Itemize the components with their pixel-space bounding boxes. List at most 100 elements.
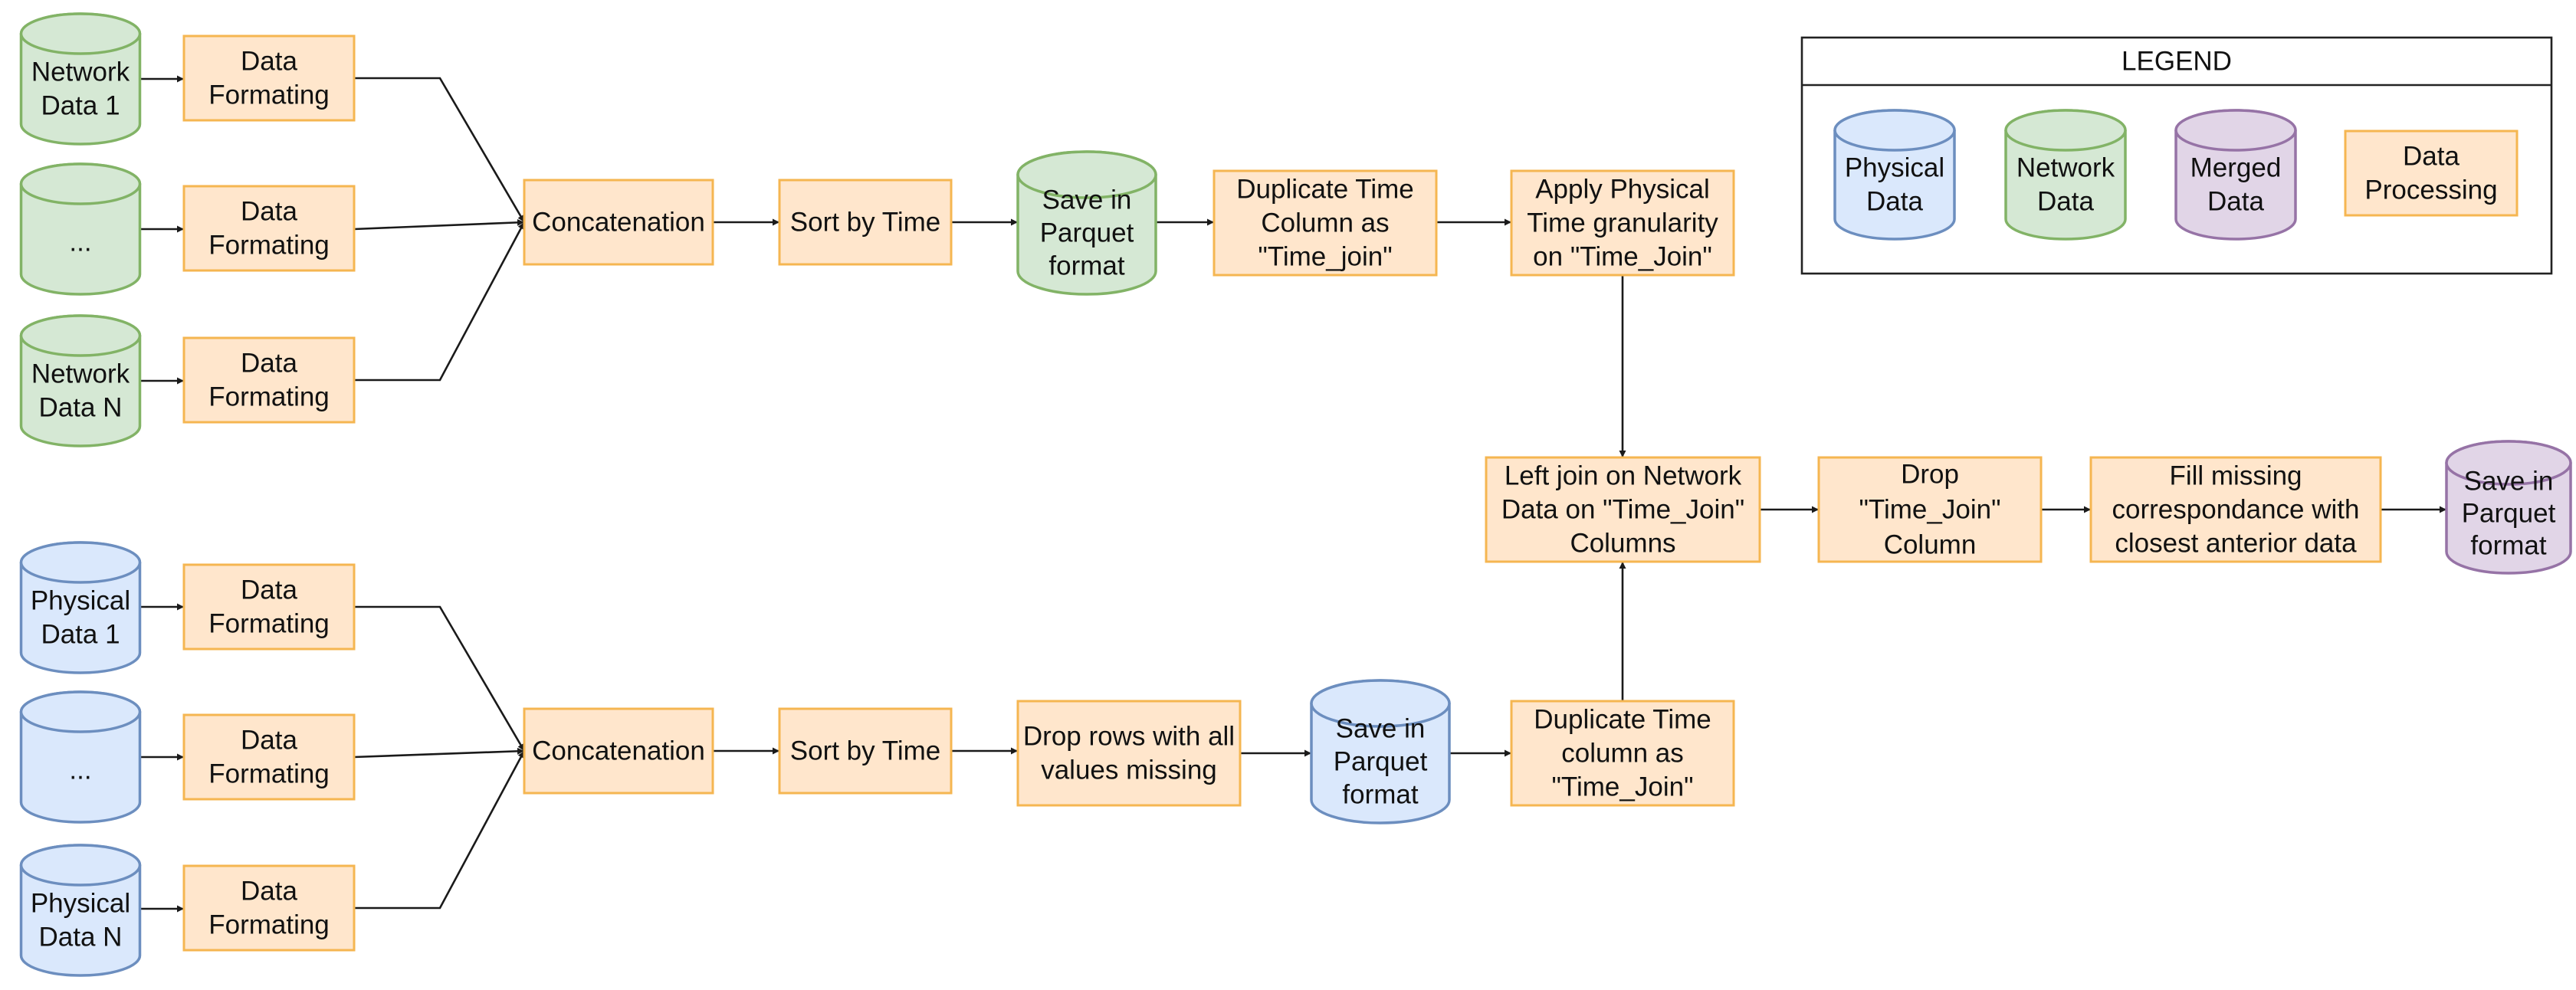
physical-drop-rows-label: Drop rows with all values missing	[1023, 722, 1235, 785]
network-duplicate-time-column-label-line: "Time_join"	[1258, 242, 1392, 272]
physical-format-1-label-line: Formating	[208, 609, 330, 639]
network-save-parquet-cylinder-lid	[1016, 150, 1157, 199]
fill-missing-correspondance-box	[2089, 456, 2382, 563]
legend-merged-data-cylinder-lid	[2174, 109, 2297, 152]
physical-concatenation-label-line: Concatenation	[532, 736, 705, 766]
network-save-parquet-cylinder-label-line: Parquet	[1040, 218, 1134, 248]
merged-save-parquet-cylinder-lid	[2445, 440, 2572, 486]
fill-missing-correspondance-label-line: Fill missing	[2169, 461, 2302, 491]
drop-time-join-column-label-line: Drop	[1901, 460, 1959, 490]
physical-concatenation-box	[523, 707, 714, 795]
physical-concatenation: Concatenation	[523, 707, 714, 795]
network-sort-by-time: Sort by Time	[778, 179, 953, 266]
network-data-n-cylinder-label-line: Data N	[39, 393, 123, 423]
physical-duplicate-time-column-label-line: "Time_Join"	[1552, 772, 1694, 802]
network-format-2-label-line: Data	[241, 197, 297, 227]
network-format-2-label-line: Formating	[208, 231, 330, 261]
physical-data-ellipsis-cylinder-label: ...	[69, 756, 91, 785]
physical-sort-by-time-box	[778, 707, 953, 795]
physical-format-3-label-line: Data	[241, 877, 297, 906]
network-apply-physical-granularity-box	[1510, 169, 1735, 277]
network-format-1-label-line: Data	[241, 47, 297, 77]
network-format-3-label-line: Data	[241, 349, 297, 379]
network-concatenation-label-line: Concatenation	[532, 208, 705, 238]
drop-time-join-column-box	[1817, 456, 2043, 563]
physical-format-1-box	[182, 563, 356, 651]
legend-physical-data-cylinder-label-line: Physical	[1845, 153, 1944, 183]
network-sort-by-time-label-line: Sort by Time	[790, 208, 940, 238]
network-format-1-box	[182, 34, 356, 122]
physical-format-1-label-line: Data	[241, 575, 297, 605]
physical-drop-rows-label-line: values missing	[1041, 756, 1217, 785]
legend-physical-data-cylinder-lid	[1833, 109, 1956, 152]
network-apply-physical-granularity-label-line: Time granularity	[1527, 208, 1718, 238]
edge-physical-format2-to-concat	[353, 747, 525, 759]
physical-data-1-cylinder-lid	[19, 541, 142, 584]
edge-network-format1-to-concat	[354, 77, 526, 223]
physical-sort-by-time-label-line: Sort by Time	[790, 736, 940, 766]
drop-time-join-column: Drop"Time_Join"Column	[1817, 456, 2043, 563]
network-duplicate-time-column-box	[1213, 169, 1438, 277]
physical-save-parquet-cylinder-lid	[1310, 679, 1451, 728]
network-format-3-label-line: Formating	[208, 382, 330, 412]
network-data-ellipsis-cylinder-label: ...	[69, 228, 91, 257]
edge-network-format3-to-concat	[354, 221, 526, 382]
physical-data-n-cylinder-label-line: Data N	[39, 923, 123, 952]
physical-format-2-box	[182, 713, 356, 801]
network-data-ellipsis-cylinder: ...	[19, 162, 142, 296]
network-data-1-cylinder-label-line: Data 1	[41, 91, 120, 121]
physical-duplicate-time-column-box	[1510, 700, 1735, 807]
physical-format-2-label-line: Data	[241, 726, 297, 756]
physical-save-parquet-cylinder-label-line: Save in	[1336, 714, 1426, 744]
physical-sort-by-time: Sort by Time	[778, 707, 953, 795]
network-concatenation: Concatenation	[523, 179, 714, 266]
physical-format-3-label-line: Formating	[208, 910, 330, 940]
edge-network-format2-to-concat	[353, 218, 525, 231]
physical-data-ellipsis-cylinder: ...	[19, 690, 142, 824]
network-duplicate-time-column-label-line: Column as	[1261, 208, 1389, 238]
left-join-network-data-box	[1485, 456, 1761, 563]
merged-save-parquet-cylinder-label-line: Save in	[2464, 467, 2554, 497]
network-save-parquet-cylinder-label-line: format	[1048, 251, 1124, 281]
network-data-ellipsis-cylinder-lid	[19, 162, 142, 205]
drop-time-join-column-label-line: "Time_Join"	[1859, 495, 2001, 525]
network-apply-physical-granularity-label-line: on "Time_Join"	[1533, 242, 1712, 272]
physical-data-ellipsis-cylinder-label-line: ...	[69, 756, 91, 785]
network-data-n-cylinder-lid	[19, 314, 142, 357]
physical-sort-by-time-label: Sort by Time	[790, 736, 940, 766]
physical-drop-rows-label-line: Drop rows with all	[1023, 722, 1235, 752]
network-data-n-cylinder-label-line: Network	[31, 359, 130, 389]
physical-data-n-cylinder-label-line: Physical	[31, 889, 130, 919]
physical-drop-rows: Drop rows with all values missing	[1016, 700, 1242, 807]
network-concatenation-label: Concatenation	[532, 208, 705, 238]
